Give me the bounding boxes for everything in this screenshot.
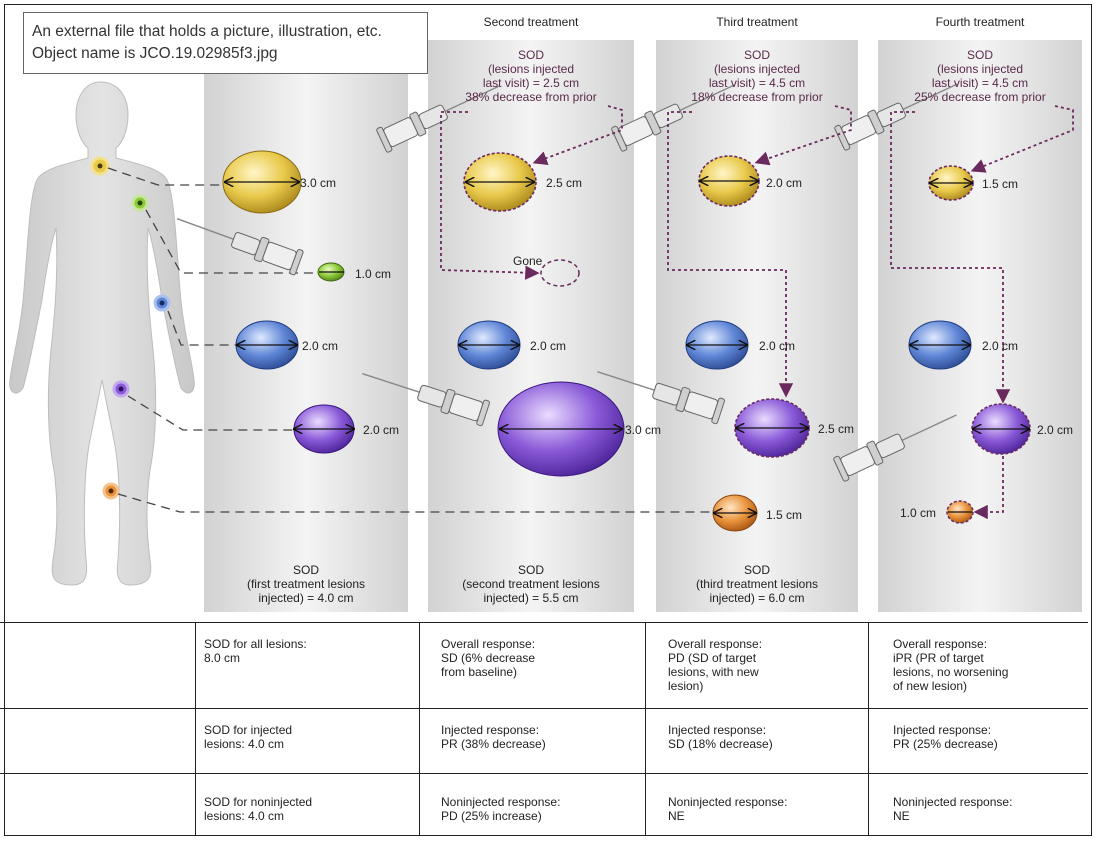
- title-fourth-treatment: Fourth treatment: [935, 15, 1025, 29]
- size-label: 1.0 cm: [900, 506, 937, 520]
- table-cell: Injected response: PR (38% decrease): [441, 723, 546, 751]
- table-cell: SOD for injected lesions: 4.0 cm: [204, 723, 293, 751]
- table-divider: [0, 708, 1088, 709]
- panel-third-treatment: [656, 40, 858, 612]
- size-label: 2.0 cm: [1037, 423, 1074, 437]
- panel-fourth-treatment: [878, 40, 1082, 612]
- title-third-treatment: Third treatment: [716, 15, 798, 29]
- flow-arrows: [440, 105, 1074, 520]
- caption-line-1: An external file that holds a picture, i…: [32, 23, 382, 40]
- table-column-divider: [195, 622, 196, 836]
- title-second-treatment: Second treatment: [483, 15, 579, 29]
- table-column-divider: [419, 622, 420, 836]
- body-lesion-green: [131, 194, 149, 212]
- size-label: 2.0 cm: [363, 423, 400, 437]
- size-label: 3.0 cm: [300, 176, 337, 190]
- sod-bottom-third: SOD (third treatment lesions injected) =…: [695, 563, 819, 605]
- table-divider: [0, 622, 1088, 623]
- sod-bottom-first: SOD (first treatment lesions injected) =…: [246, 563, 366, 605]
- size-label: 1.0 cm: [355, 267, 392, 281]
- sod-top-third: SOD (lesions injected last visit) = 4.5 …: [691, 48, 823, 104]
- panel-second-treatment: [428, 40, 634, 612]
- size-label: 2.0 cm: [982, 339, 1019, 353]
- sod-top-fourth: SOD (lesions injected last visit) = 4.5 …: [914, 48, 1046, 104]
- size-label: 2.5 cm: [818, 422, 855, 436]
- sod-bottom-second: SOD (second treatment lesions injected) …: [462, 563, 600, 605]
- table-cell: Overall response: iPR (PR of target lesi…: [893, 637, 1009, 693]
- sod-top-second: SOD (lesions injected last visit) = 2.5 …: [465, 48, 597, 104]
- table-cell: Noninjected response: NE: [668, 795, 788, 823]
- size-label: 2.0 cm: [302, 339, 339, 353]
- treatment-diagram: [9, 40, 1082, 612]
- panel-first-treatment: [204, 40, 408, 612]
- table-column-divider: [645, 622, 646, 836]
- table-cell: Noninjected response: PD (25% increase): [441, 795, 561, 823]
- size-label: 2.5 cm: [546, 176, 583, 190]
- gone-label: Gone: [513, 254, 543, 268]
- image-caption: An external file that holds a picture, i…: [23, 12, 428, 74]
- lesion-gone-c2: [540, 259, 580, 287]
- size-label: 3.0 cm: [625, 423, 662, 437]
- table-cell: Injected response: PR (25% decrease): [893, 723, 998, 751]
- human-body-figure: [9, 81, 195, 586]
- table-cell: Overall response: PD (SD of target lesio…: [668, 637, 763, 693]
- size-label: 2.0 cm: [759, 339, 796, 353]
- body-lesion-yellow: [90, 156, 110, 176]
- figure-frame: [4, 4, 1092, 836]
- size-label: 2.0 cm: [766, 176, 803, 190]
- caption-line-2: Object name is JCO.19.02985f3.jpg: [32, 45, 278, 62]
- table-divider: [0, 773, 1088, 774]
- table-cell: Noninjected response: NE: [893, 795, 1013, 823]
- table-column-divider: [868, 622, 869, 836]
- table-cell: Overall response: SD (6% decrease from b…: [441, 637, 536, 679]
- size-label: 1.5 cm: [982, 177, 1019, 191]
- size-label: 2.0 cm: [530, 339, 567, 353]
- body-lesion-purple: [112, 380, 130, 398]
- table-cell: Injected response: SD (18% decrease): [668, 723, 773, 751]
- body-lesion-orange: [102, 482, 120, 500]
- leader-lines: [107, 167, 712, 513]
- table-cell: SOD for noninjected lesions: 4.0 cm: [204, 795, 313, 823]
- table-cell: SOD for all lesions: 8.0 cm: [204, 637, 307, 665]
- body-lesion-blue: [153, 294, 171, 312]
- size-label: 1.5 cm: [766, 508, 803, 522]
